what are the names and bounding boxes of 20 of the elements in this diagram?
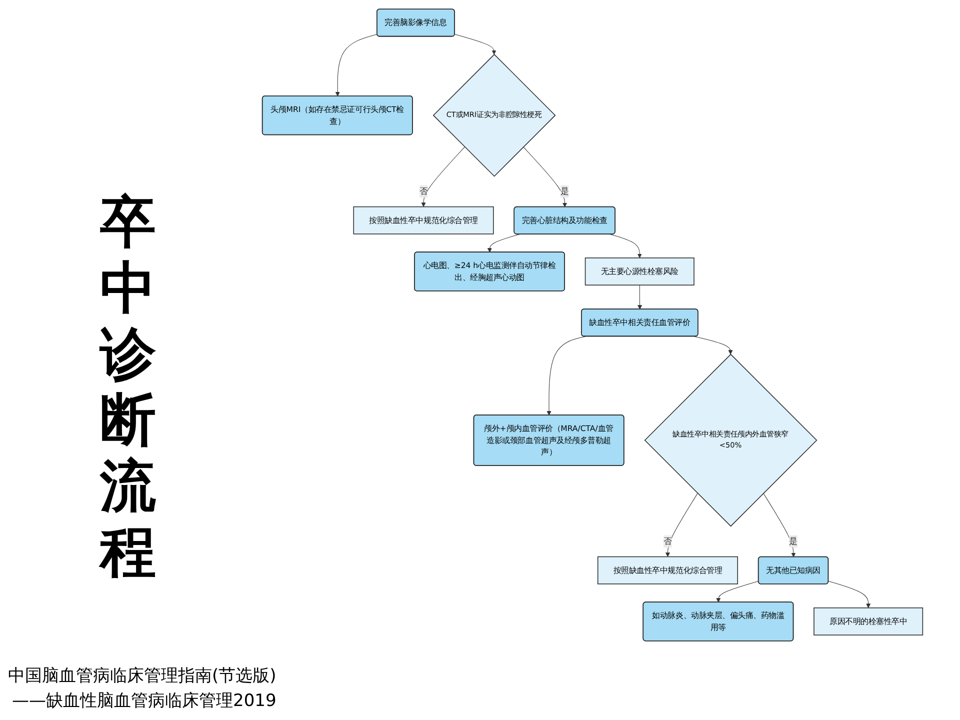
arrow [421,146,466,207]
edge-label: 是 [789,536,798,546]
arrow [694,336,733,355]
arrow [638,284,642,310]
arrow [335,34,378,96]
arrow [665,493,698,557]
vertical-title: 卒中诊断流程 [100,190,157,586]
arrow [523,146,568,208]
arrow [454,34,496,55]
arrow [716,580,759,602]
arrow [487,234,520,253]
edge-label: 否 [419,186,428,196]
arrow [546,336,586,416]
edge-label: 否 [664,536,672,546]
source-note: ——缺血性脑血管病临床管理2019 [11,690,276,712]
arrow [763,493,796,558]
edge-label: 是 [560,186,569,196]
arrow [610,234,642,258]
arrow [828,580,871,608]
source-note: 中国脑血管病临床管理指南(节选版) [8,665,276,687]
